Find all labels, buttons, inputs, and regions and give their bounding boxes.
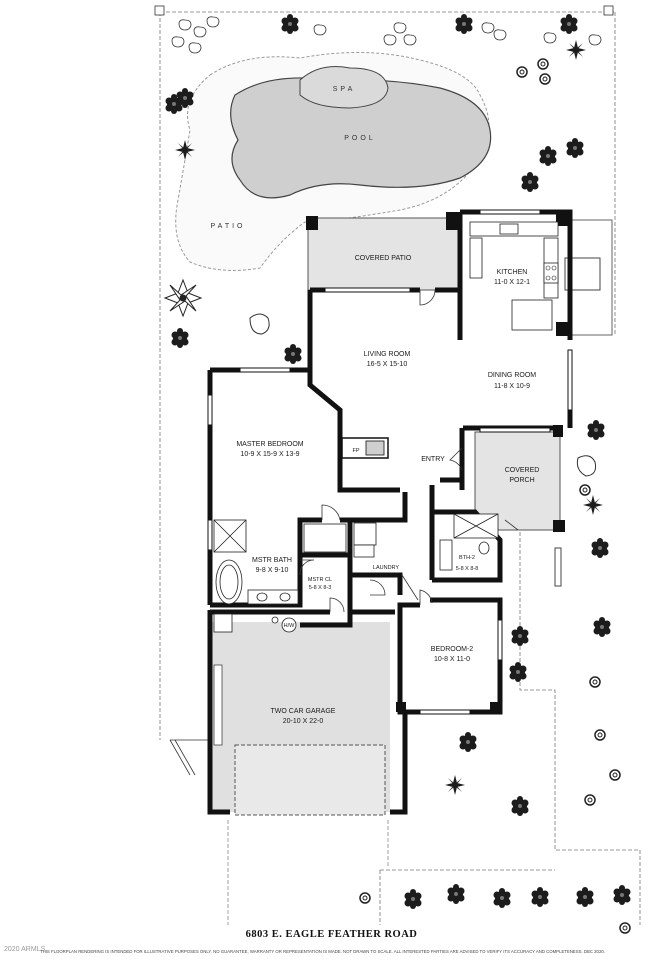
- covered-patio-slab: [307, 217, 459, 291]
- dining-room-dims: 11-8 X 10-9: [494, 383, 530, 390]
- bedroom2-name: BEDROOM-2: [431, 646, 474, 653]
- room-labels: COVERED PATIO KITCHEN 11-0 X 12-1 LIVING…: [236, 255, 539, 725]
- porch-rock: [576, 455, 597, 477]
- garage-fixtures: [213, 613, 297, 633]
- bath2-fixtures: [439, 513, 499, 571]
- laundry-name: LAUNDRY: [373, 565, 400, 571]
- kitchen-name: KITCHEN: [497, 269, 528, 276]
- master-bath-dims: 9-8 X 9-10: [256, 567, 289, 574]
- garage-shelf: [213, 664, 223, 746]
- spa-label: SPA: [333, 86, 356, 93]
- walls: [207, 209, 573, 815]
- kitchen-dims: 11-0 X 12-1: [494, 279, 530, 286]
- kitchen-patio-area: [565, 219, 613, 336]
- water-heater-label: H/W: [284, 623, 296, 629]
- garage-dims: 20-10 X 22-0: [283, 718, 324, 725]
- mls-watermark: 2020 ARMLS: [4, 946, 46, 953]
- fireplace-hearth: [365, 440, 385, 456]
- living-room-dims: 16-5 X 15-10: [367, 361, 408, 368]
- patio-rock: [249, 313, 270, 335]
- fireplace-label: FP: [352, 448, 359, 454]
- laundry-fixtures: [353, 522, 377, 558]
- kitchen-fixtures: [469, 221, 559, 331]
- rock-cluster: [171, 16, 602, 54]
- windows: [207, 209, 573, 715]
- master-bath-fixtures: [213, 519, 347, 605]
- property-address: 6803 E. EAGLE FEATHER ROAD: [245, 929, 418, 940]
- spa: [299, 66, 389, 109]
- entry-label: ENTRY: [421, 456, 445, 463]
- disclaimer-text: THIS FLOORPLAN RENDERING IS INTENDED FOR…: [40, 949, 605, 954]
- garage-door: [234, 744, 386, 816]
- lot-lines: [159, 11, 641, 925]
- master-bath-name: MSTR BATH: [252, 557, 292, 564]
- garage-name: TWO CAR GARAGE: [271, 708, 336, 715]
- gate: [169, 739, 213, 776]
- master-bedroom-name: MASTER BEDROOM: [236, 441, 303, 448]
- bath2-dims: 5-8 X 8-8: [456, 566, 479, 572]
- dining-room-name: DINING ROOM: [488, 372, 536, 379]
- bath2-name: BTH-2: [459, 555, 475, 561]
- master-closet-dims: 5-8 X 8-3: [309, 585, 332, 591]
- covered-patio-name: COVERED PATIO: [355, 255, 412, 262]
- covered-porch-name-2: PORCH: [509, 477, 534, 484]
- doors: [299, 289, 519, 613]
- living-room-name: LIVING ROOM: [364, 351, 411, 358]
- covered-porch-name-1: COVERED: [505, 467, 540, 474]
- laundry-dims: 5-8 X 5-5: [375, 573, 398, 579]
- agave-plant: [163, 278, 203, 318]
- fence-posts: [154, 5, 614, 16]
- patio-label: PATIO: [211, 223, 246, 230]
- master-closet-name: MSTR CL: [308, 577, 332, 583]
- pool-label: POOL: [344, 135, 375, 142]
- stove-burners: [545, 265, 557, 281]
- master-bedroom-dims: 10-9 X 15-9 X 13-9: [240, 451, 299, 458]
- driveway: [227, 820, 389, 925]
- bedroom2-dims: 10-8 X 11-0: [434, 656, 470, 663]
- side-planter: [554, 547, 562, 587]
